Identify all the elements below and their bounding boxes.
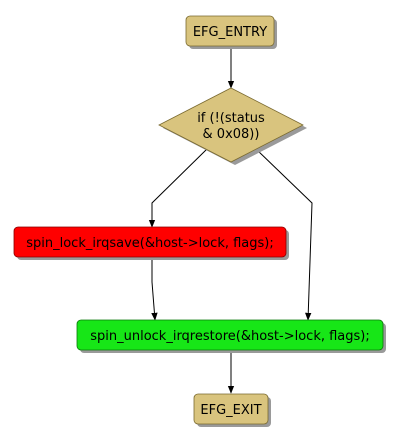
- exit-node: EFG_EXIT: [193, 393, 271, 427]
- lock-node-box: [13, 226, 287, 258]
- entry-node-label: EFG_ENTRY: [193, 25, 267, 40]
- condition-node-label-line-1: if (!(status: [197, 111, 265, 126]
- lock-node-label: spin_lock_irqsave(&host->lock, flags);: [26, 236, 274, 251]
- exit-node-label: EFG_EXIT: [200, 403, 261, 418]
- entry-node-box: [185, 15, 275, 47]
- exit-node-box: [193, 393, 269, 425]
- entry-node: EFG_ENTRY: [185, 15, 277, 49]
- edge-condition-to-unlock: [255, 148, 313, 321]
- unlock-node-box: [76, 319, 384, 351]
- unlock-node-label: spin_unlock_irqrestore(&host->lock, flag…: [90, 329, 370, 344]
- unlock-node: spin_unlock_irqrestore(&host->lock, flag…: [76, 319, 386, 353]
- lock-node: spin_lock_irqsave(&host->lock, flags);: [13, 226, 289, 260]
- condition-node-label-line-2: & 0x08)): [203, 127, 260, 142]
- condition-node: if (!(status & 0x08)): [158, 87, 307, 165]
- condition-node-diamond: [158, 87, 304, 163]
- edge-condition-to-lock: [148, 148, 208, 228]
- edge-lock-to-unlock: [151, 257, 158, 321]
